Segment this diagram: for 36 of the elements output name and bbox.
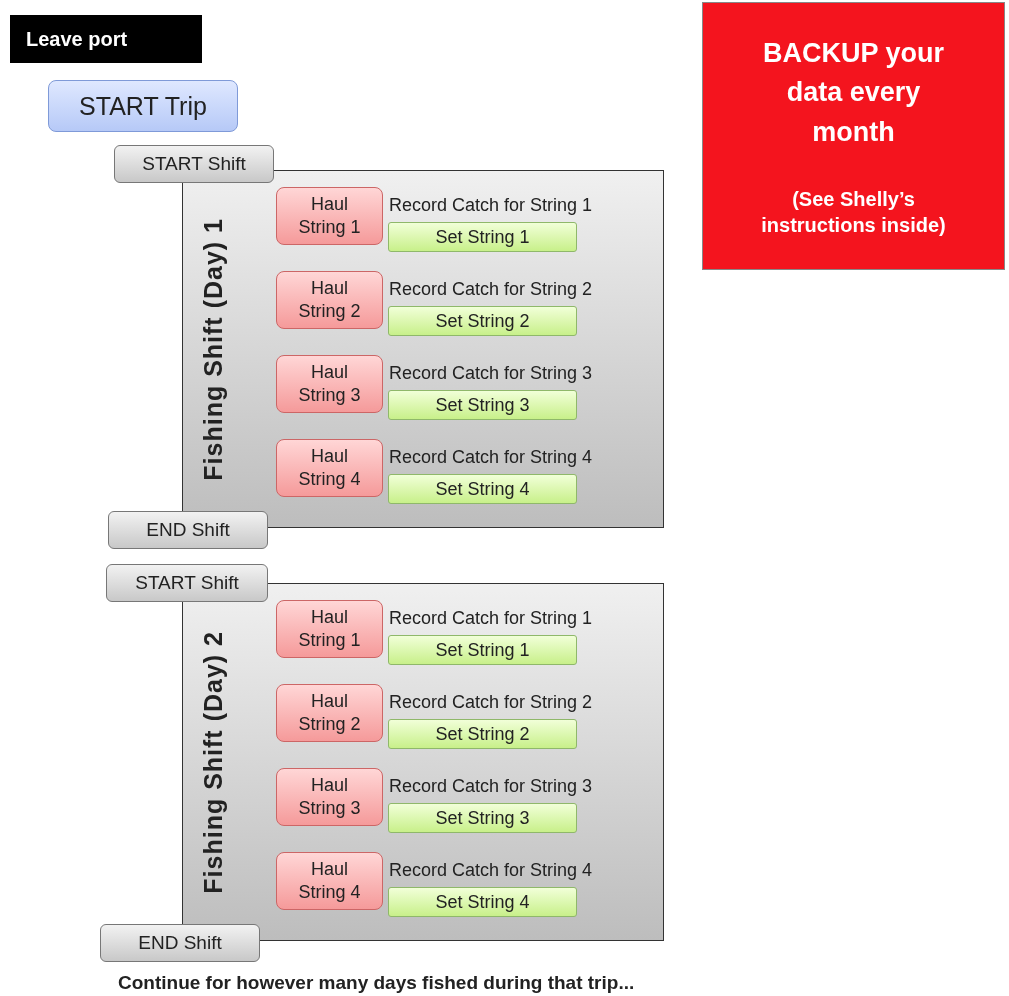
- task-box: Set String 4: [388, 887, 577, 917]
- step-box: END Shift: [108, 511, 268, 549]
- task-box: Set String 4: [388, 474, 577, 504]
- task-box: Haul String 4: [276, 852, 383, 910]
- task-box: Haul String 3: [276, 768, 383, 826]
- note-box: [702, 2, 1005, 270]
- task-box: Haul String 3: [276, 355, 383, 413]
- task-box: Haul String 4: [276, 439, 383, 497]
- step-box: START Shift: [114, 145, 274, 183]
- note-text: Continue for however many days fished during that trip...: [118, 972, 635, 994]
- task-box: Set String 1: [388, 635, 577, 665]
- task-box: Haul String 1: [276, 187, 383, 245]
- task-box: Set String 3: [388, 803, 577, 833]
- task-box: Haul String 1: [276, 600, 383, 658]
- task-box: Set String 2: [388, 306, 577, 336]
- caption-text: Record Catch for String 2: [389, 692, 593, 713]
- panel-heading: Fishing Shift (Day) 1: [199, 217, 228, 481]
- caption-text: Record Catch for String 2: [389, 279, 593, 300]
- start-box: START Trip: [48, 80, 238, 132]
- caption-text: Record Catch for String 4: [389, 447, 593, 468]
- caption-text: Record Catch for String 1: [389, 195, 593, 216]
- task-box: Set String 2: [388, 719, 577, 749]
- note-heading: BACKUP your data every month: [762, 37, 945, 149]
- task-box: Haul String 2: [276, 271, 383, 329]
- task-box: Set String 1: [388, 222, 577, 252]
- panel-heading: Fishing Shift (Day) 2: [199, 630, 228, 894]
- caption-text: Record Catch for String 3: [389, 776, 593, 797]
- step-box: START Shift: [106, 564, 268, 602]
- task-box: Set String 3: [388, 390, 577, 420]
- step-box: END Shift: [100, 924, 260, 962]
- task-box: Haul String 2: [276, 684, 383, 742]
- caption-text: Record Catch for String 4: [389, 860, 593, 881]
- title-bar: Leave port: [10, 15, 202, 63]
- caption-text: Record Catch for String 3: [389, 363, 593, 384]
- caption-text: Record Catch for String 1: [389, 608, 593, 629]
- note-text: (See Shelly’s instructions inside): [760, 186, 947, 238]
